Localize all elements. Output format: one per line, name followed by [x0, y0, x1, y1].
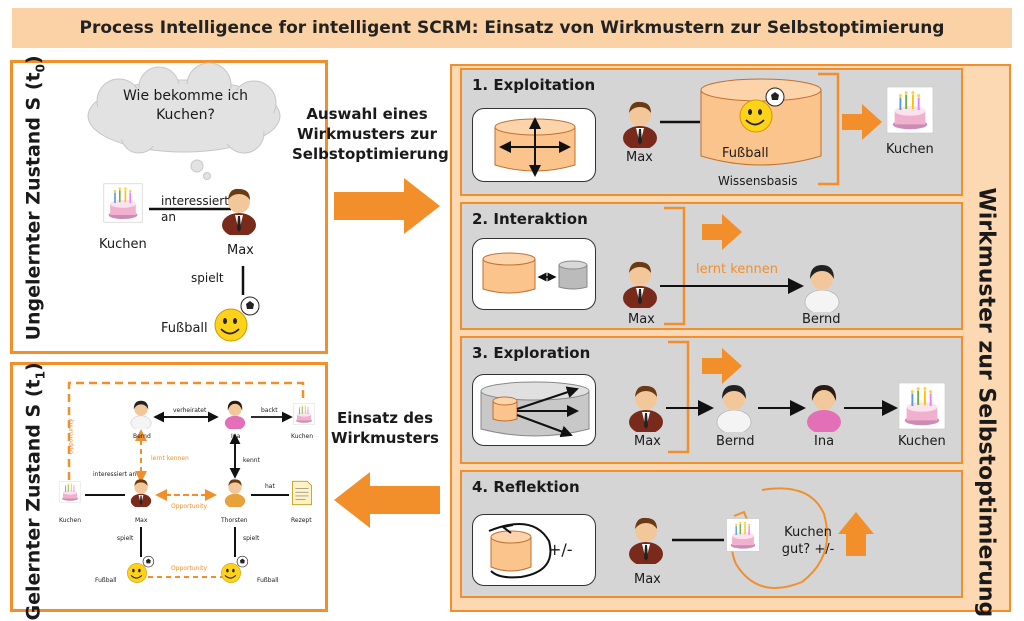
s4-max-label: Max [634, 572, 661, 587]
max-label: Max [227, 243, 254, 258]
section-4-title: 4. Reflektion [472, 478, 580, 496]
thorsten-icon [223, 477, 247, 507]
s2-bernd-label: Bernd [802, 312, 841, 327]
thought-cloud [87, 62, 281, 180]
diagram-title: Process Intelligence for intelligent SCR… [12, 8, 1012, 48]
ina-label: Ina [231, 433, 241, 440]
panel-untrained-state: Ungelernter Zustand S (t0) Wie bekomme i… [10, 55, 328, 354]
opportunity-bottom-label: Opportunity [171, 565, 208, 572]
football-smiley-icon [736, 86, 786, 136]
cake-icon-left [59, 481, 81, 503]
s3-ina-label: Ina [814, 434, 835, 449]
lernt-kennen-label: lernt kennen [696, 262, 778, 277]
ina-icon [223, 399, 247, 429]
max-icon [129, 477, 153, 507]
ina-icon [804, 382, 844, 432]
cake-icon [726, 518, 760, 552]
bernd-icon [802, 262, 842, 312]
arrow-left-big [334, 472, 440, 528]
opportunity-mid-label: Opportunity [171, 503, 208, 510]
hat-label: hat [265, 483, 275, 490]
bernd-icon [714, 382, 754, 432]
s3-graph [666, 340, 898, 454]
auswahl-text: Auswahl eines Wirkmusters zur Selbstopti… [292, 105, 449, 163]
section-3-title: 3. Exploration [472, 344, 591, 362]
arrow-right-big [334, 178, 440, 234]
exploitation-db-box [472, 108, 596, 182]
s4-graph [672, 487, 874, 589]
interaktion-db-box [472, 238, 596, 310]
max-label-bottom: Max [135, 517, 148, 524]
bernd-icon [129, 399, 153, 429]
fussball-left-label: Fußball [95, 577, 117, 584]
wissensbasis-label: Wissensbasis [718, 174, 798, 188]
s3-bernd-label: Bernd [716, 434, 755, 449]
spielt-right-label: spielt [243, 535, 260, 542]
kuchen-top-label: Kuchen [291, 433, 314, 440]
fussball-label: Fußball [161, 321, 208, 336]
lernt-kennen-label: lernt kennen [151, 455, 189, 462]
kennt-label: kennt [243, 457, 260, 464]
s2-max-label: Max [628, 312, 655, 327]
exploration-db-box [472, 374, 596, 446]
section-2-title: 2. Interaktion [472, 210, 588, 228]
trained-state-graph [67, 381, 305, 578]
bernd-label: Bernd [133, 433, 151, 440]
rezept-label: Rezept [291, 517, 312, 524]
thorsten-label: Thorsten [221, 517, 248, 524]
reflektion-db-box [472, 514, 596, 586]
s1-graph [660, 72, 882, 186]
opportunity-left-label: Opportunity [67, 418, 75, 455]
interessiert-an-label: interessiert an [93, 471, 137, 478]
thought-text: Wie bekomme ich Kuchen? [123, 88, 248, 123]
kuchen-gut-label: Kuchen gut? +/- [781, 525, 835, 557]
section-interaktion: 2. Interaktion Max lernt kennen Bernd [460, 202, 963, 330]
s3-kuchen-label: Kuchen [898, 434, 946, 449]
section-exploration: 3. Exploration Max Bernd Ina Kuchen [460, 336, 963, 464]
edge-interessiert-line [149, 207, 245, 295]
spielt-left-label: spielt [117, 535, 134, 542]
cake-icon-top [293, 403, 315, 425]
verheiratet-label: verheiratet [173, 407, 207, 414]
plus-minus-label: +/- [548, 540, 573, 559]
edge-label-interessiert: interessiert an [161, 194, 229, 224]
s1-kuchen-label: Kuchen [886, 142, 934, 157]
fussball-right-label: Fußball [257, 577, 279, 584]
section-1-title: 1. Exploitation [472, 76, 596, 94]
section-exploitation: 1. Exploitation Max Fußball Wissensbasis… [460, 68, 963, 196]
edge-label-spielt: spielt [191, 271, 224, 285]
s1-max-label: Max [626, 150, 653, 165]
football-smiley-left-icon [125, 555, 155, 585]
s1-fussball-label: Fußball [722, 146, 769, 161]
s3-max-label: Max [634, 434, 661, 449]
cake-icon [898, 382, 946, 430]
kuchen-label: Kuchen [99, 237, 147, 252]
section-reflektion: 4. Reflektion +/- Max Kuchen gut? +/- [460, 470, 963, 598]
person-icon [219, 185, 259, 235]
recipe-doc-icon [291, 479, 313, 507]
football-smiley-icon [211, 295, 261, 345]
panel-trained-state: Gelernter Zustand S (t1) Bernd verheirat… [10, 362, 328, 620]
einsatz-text: Einsatz des Wirkmusters [331, 409, 439, 447]
backt-label: backt [261, 407, 278, 414]
kuchen-left-label: Kuchen [59, 517, 82, 524]
football-smiley-right-icon [219, 555, 249, 585]
cake-icon [886, 86, 934, 134]
s2-graph [660, 206, 804, 326]
